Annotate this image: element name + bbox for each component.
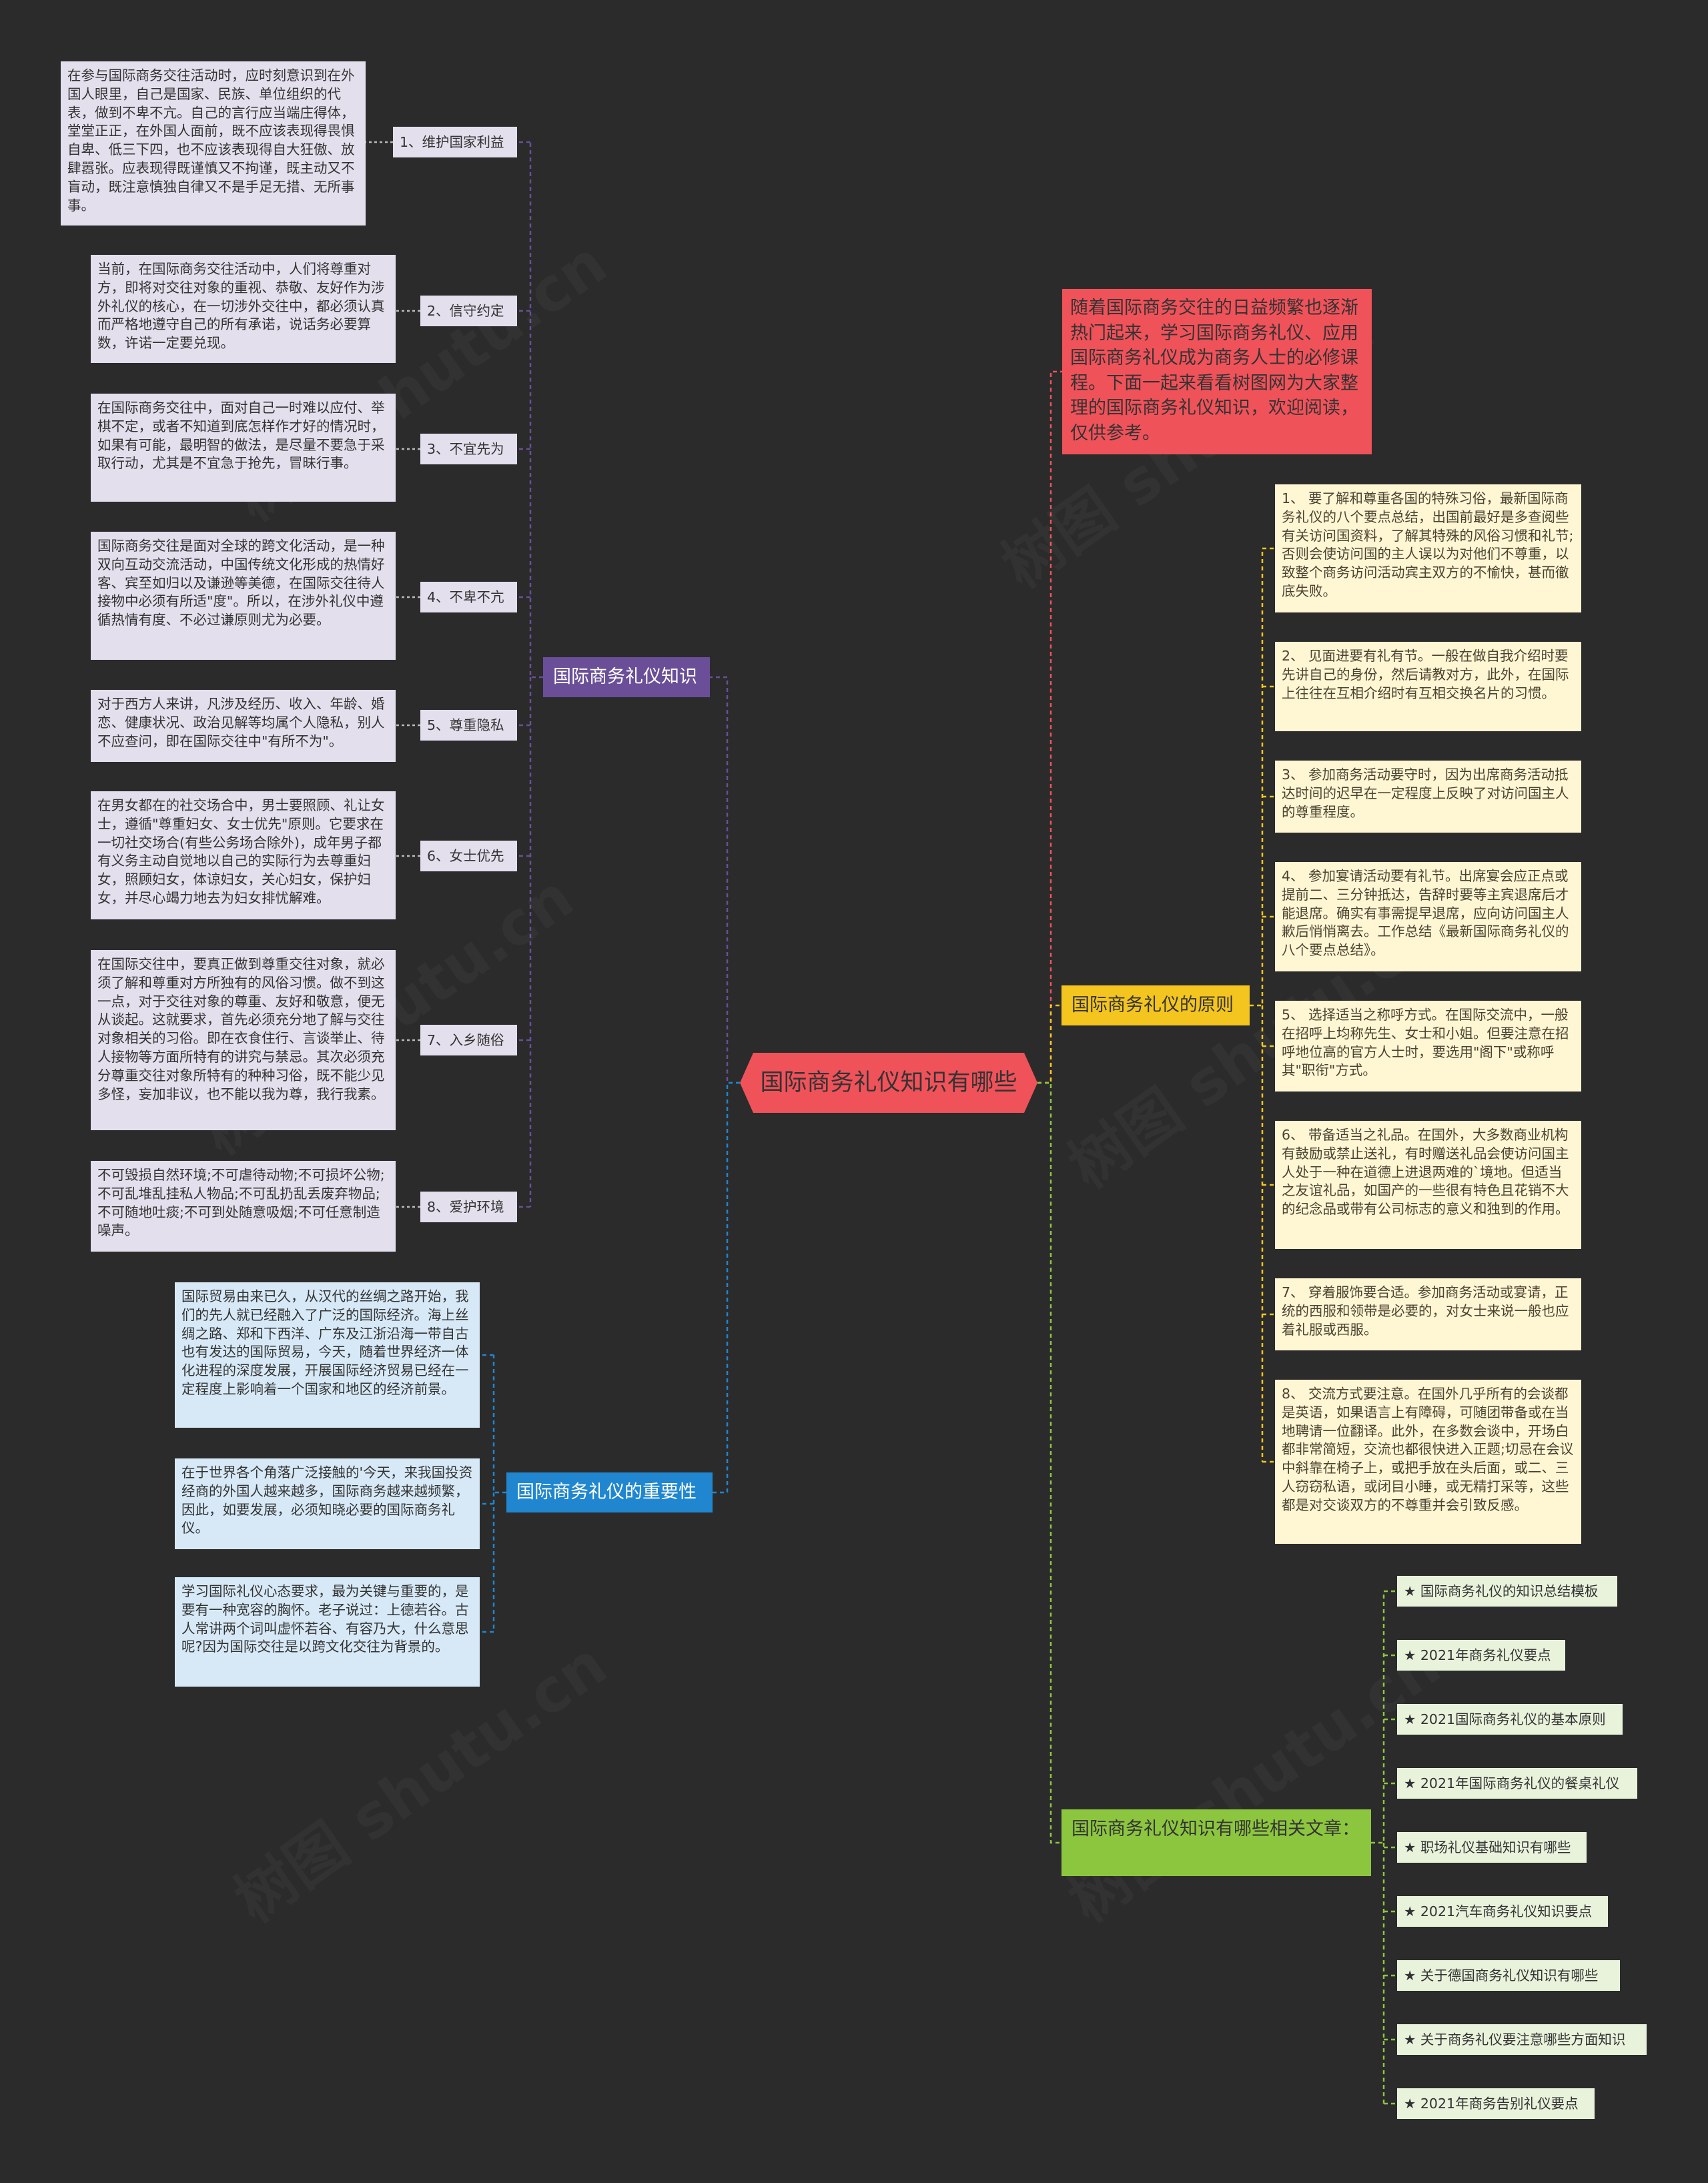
connector-knowledge (710, 676, 740, 1084)
root-topic[interactable]: 国际商务礼仪知识有哪些 (740, 1053, 1037, 1113)
branch-knowledge[interactable]: 国际商务礼仪知识 (543, 657, 710, 697)
related-article-link[interactable]: ★ 2021年国际商务礼仪的餐桌礼仪 (1397, 1768, 1637, 1799)
knowledge-item-1-desc: 在参与国际商务交往活动时，应时刻意识到在外国人眼里，自己是国家、民族、单位组织的… (61, 61, 366, 226)
related-article-link[interactable]: ★ 2021国际商务礼仪的基本原则 (1397, 1704, 1623, 1735)
principle-item-1: 1、 要了解和尊重各国的特殊习俗，最新国际商务礼仪的八个要点总结，出国前最好是多… (1275, 484, 1581, 612)
knowledge-item-5-desc: 对于西方人来讲，凡涉及经历、收入、年龄、婚恋、健康状况、政治见解等均属个人隐私，… (91, 690, 396, 762)
knowledge-item-7-desc: 在国际交往中，要真正做到尊重交往对象，就必须了解和尊重对方所独有的风俗习惯。做不… (91, 950, 396, 1130)
related-article-link[interactable]: ★ 关于德国商务礼仪知识有哪些 (1397, 1960, 1620, 1991)
principle-item-8: 8、 交流方式要注意。在国外几乎所有的会谈都是英语，如果语言上有障碍，可随团带备… (1275, 1380, 1581, 1544)
knowledge-item-8-label[interactable]: 8、爱护环境 (420, 1192, 517, 1222)
connector-importance (713, 1081, 740, 1494)
connector-intro (1037, 370, 1062, 1084)
principle-item-3: 3、 参加商务活动要守时，因为出席商务活动抵达时间的迟早在一定程度上反映了对访问… (1275, 761, 1581, 833)
importance-item-1: 国际贸易由来已久，从汉代的丝绸之路开始，我们的先人就已经融入了广泛的国际经济。海… (175, 1282, 480, 1428)
knowledge-item-4-label[interactable]: 4、不卑不亢 (420, 582, 517, 612)
knowledge-item-2-label[interactable]: 2、信守约定 (420, 296, 517, 326)
knowledge-item-6-label[interactable]: 6、女士优先 (420, 841, 517, 871)
knowledge-item-8-desc: 不可毁损自然环境;不可虐待动物;不可损坏公物;不可乱堆乱挂私人物品;不可乱扔乱丢… (91, 1161, 396, 1252)
connector-principles-trunk (1250, 548, 1264, 1462)
related-article-link[interactable]: ★ 国际商务礼仪的知识总结模板 (1397, 1576, 1617, 1607)
knowledge-item-3-desc: 在国际商务交往中，面对自己一时难以应付、举棋不定，或者不知道到底怎样作才好的情况… (91, 394, 396, 502)
connector-knowledge-trunk (529, 142, 543, 1207)
knowledge-item-4-desc: 国际商务交往是面对全球的跨文化活动，是一种双向互动交流活动，中国传统文化形成的热… (91, 532, 396, 660)
principle-item-2: 2、 见面进要有礼有节。一般在做自我介绍时要先讲自己的身份，然后请教对方，此外，… (1275, 642, 1581, 731)
intro-note[interactable]: 随着国际商务交往的日益频繁也逐渐热门起来，学习国际商务礼仪、应用国际商务礼仪成为… (1062, 289, 1372, 454)
connector-related (1037, 1081, 1061, 1844)
knowledge-item-1-label[interactable]: 1、维护国家利益 (393, 127, 517, 157)
branch-importance[interactable]: 国际商务礼仪的重要性 (506, 1472, 713, 1512)
importance-item-2: 在于世界各个角落广泛接触的'今天，来我国投资经商的外国人越来越多，国际商务越来越… (175, 1458, 480, 1549)
knowledge-item-2-desc: 当前，在国际商务交往活动中，人们将尊重对方，即将对交往对象的重视、恭敬、友好作为… (91, 255, 396, 363)
importance-item-3: 学习国际礼仪心态要求，最为关键与重要的，是要有一种宽容的胸怀。老子说过：上德若谷… (175, 1577, 480, 1687)
principle-item-6: 6、 带备适当之礼品。在国外，大多数商业机构有鼓励或禁止送礼，有时赠送礼品会使访… (1275, 1121, 1581, 1249)
connector-principles (1037, 1004, 1061, 1084)
connector-importance-trunk (492, 1355, 506, 1632)
branch-principles[interactable]: 国际商务礼仪的原则 (1061, 985, 1250, 1025)
principle-item-4: 4、 参加宴请活动要有礼节。出席宴会应正点或提前二、三分钟抵达，告辞时要等主宾退… (1275, 862, 1581, 971)
related-article-link[interactable]: ★ 2021汽车商务礼仪知识要点 (1397, 1896, 1608, 1927)
principle-item-5: 5、 选择适当之称呼方式。在国际交流中，一般在招呼上均称先生、女士和小姐。但要注… (1275, 1001, 1581, 1092)
knowledge-item-3-label[interactable]: 3、不宜先为 (420, 434, 517, 464)
principle-item-7: 7、 穿着服饰要合适。参加商务活动或宴请，正统的西服和领带是必要的，对女士来说一… (1275, 1278, 1581, 1350)
related-article-link[interactable]: ★ 关于商务礼仪要注意哪些方面知识 (1397, 2024, 1647, 2055)
connector-related-trunk (1371, 1591, 1385, 2104)
knowledge-item-5-label[interactable]: 5、尊重隐私 (420, 710, 517, 741)
knowledge-item-6-desc: 在男女都在的社交场合中，男士要照顾、礼让女士，遵循"尊重妇女、女士优先"原则。它… (91, 791, 396, 919)
branch-related[interactable]: 国际商务礼仪知识有哪些相关文章： (1061, 1809, 1371, 1876)
knowledge-item-7-label[interactable]: 7、入乡随俗 (420, 1025, 517, 1055)
related-article-link[interactable]: ★ 职场礼仪基础知识有哪些 (1397, 1832, 1587, 1863)
related-article-link[interactable]: ★ 2021年商务礼仪要点 (1397, 1640, 1565, 1671)
related-article-link[interactable]: ★ 2021年商务告别礼仪要点 (1397, 2088, 1595, 2119)
